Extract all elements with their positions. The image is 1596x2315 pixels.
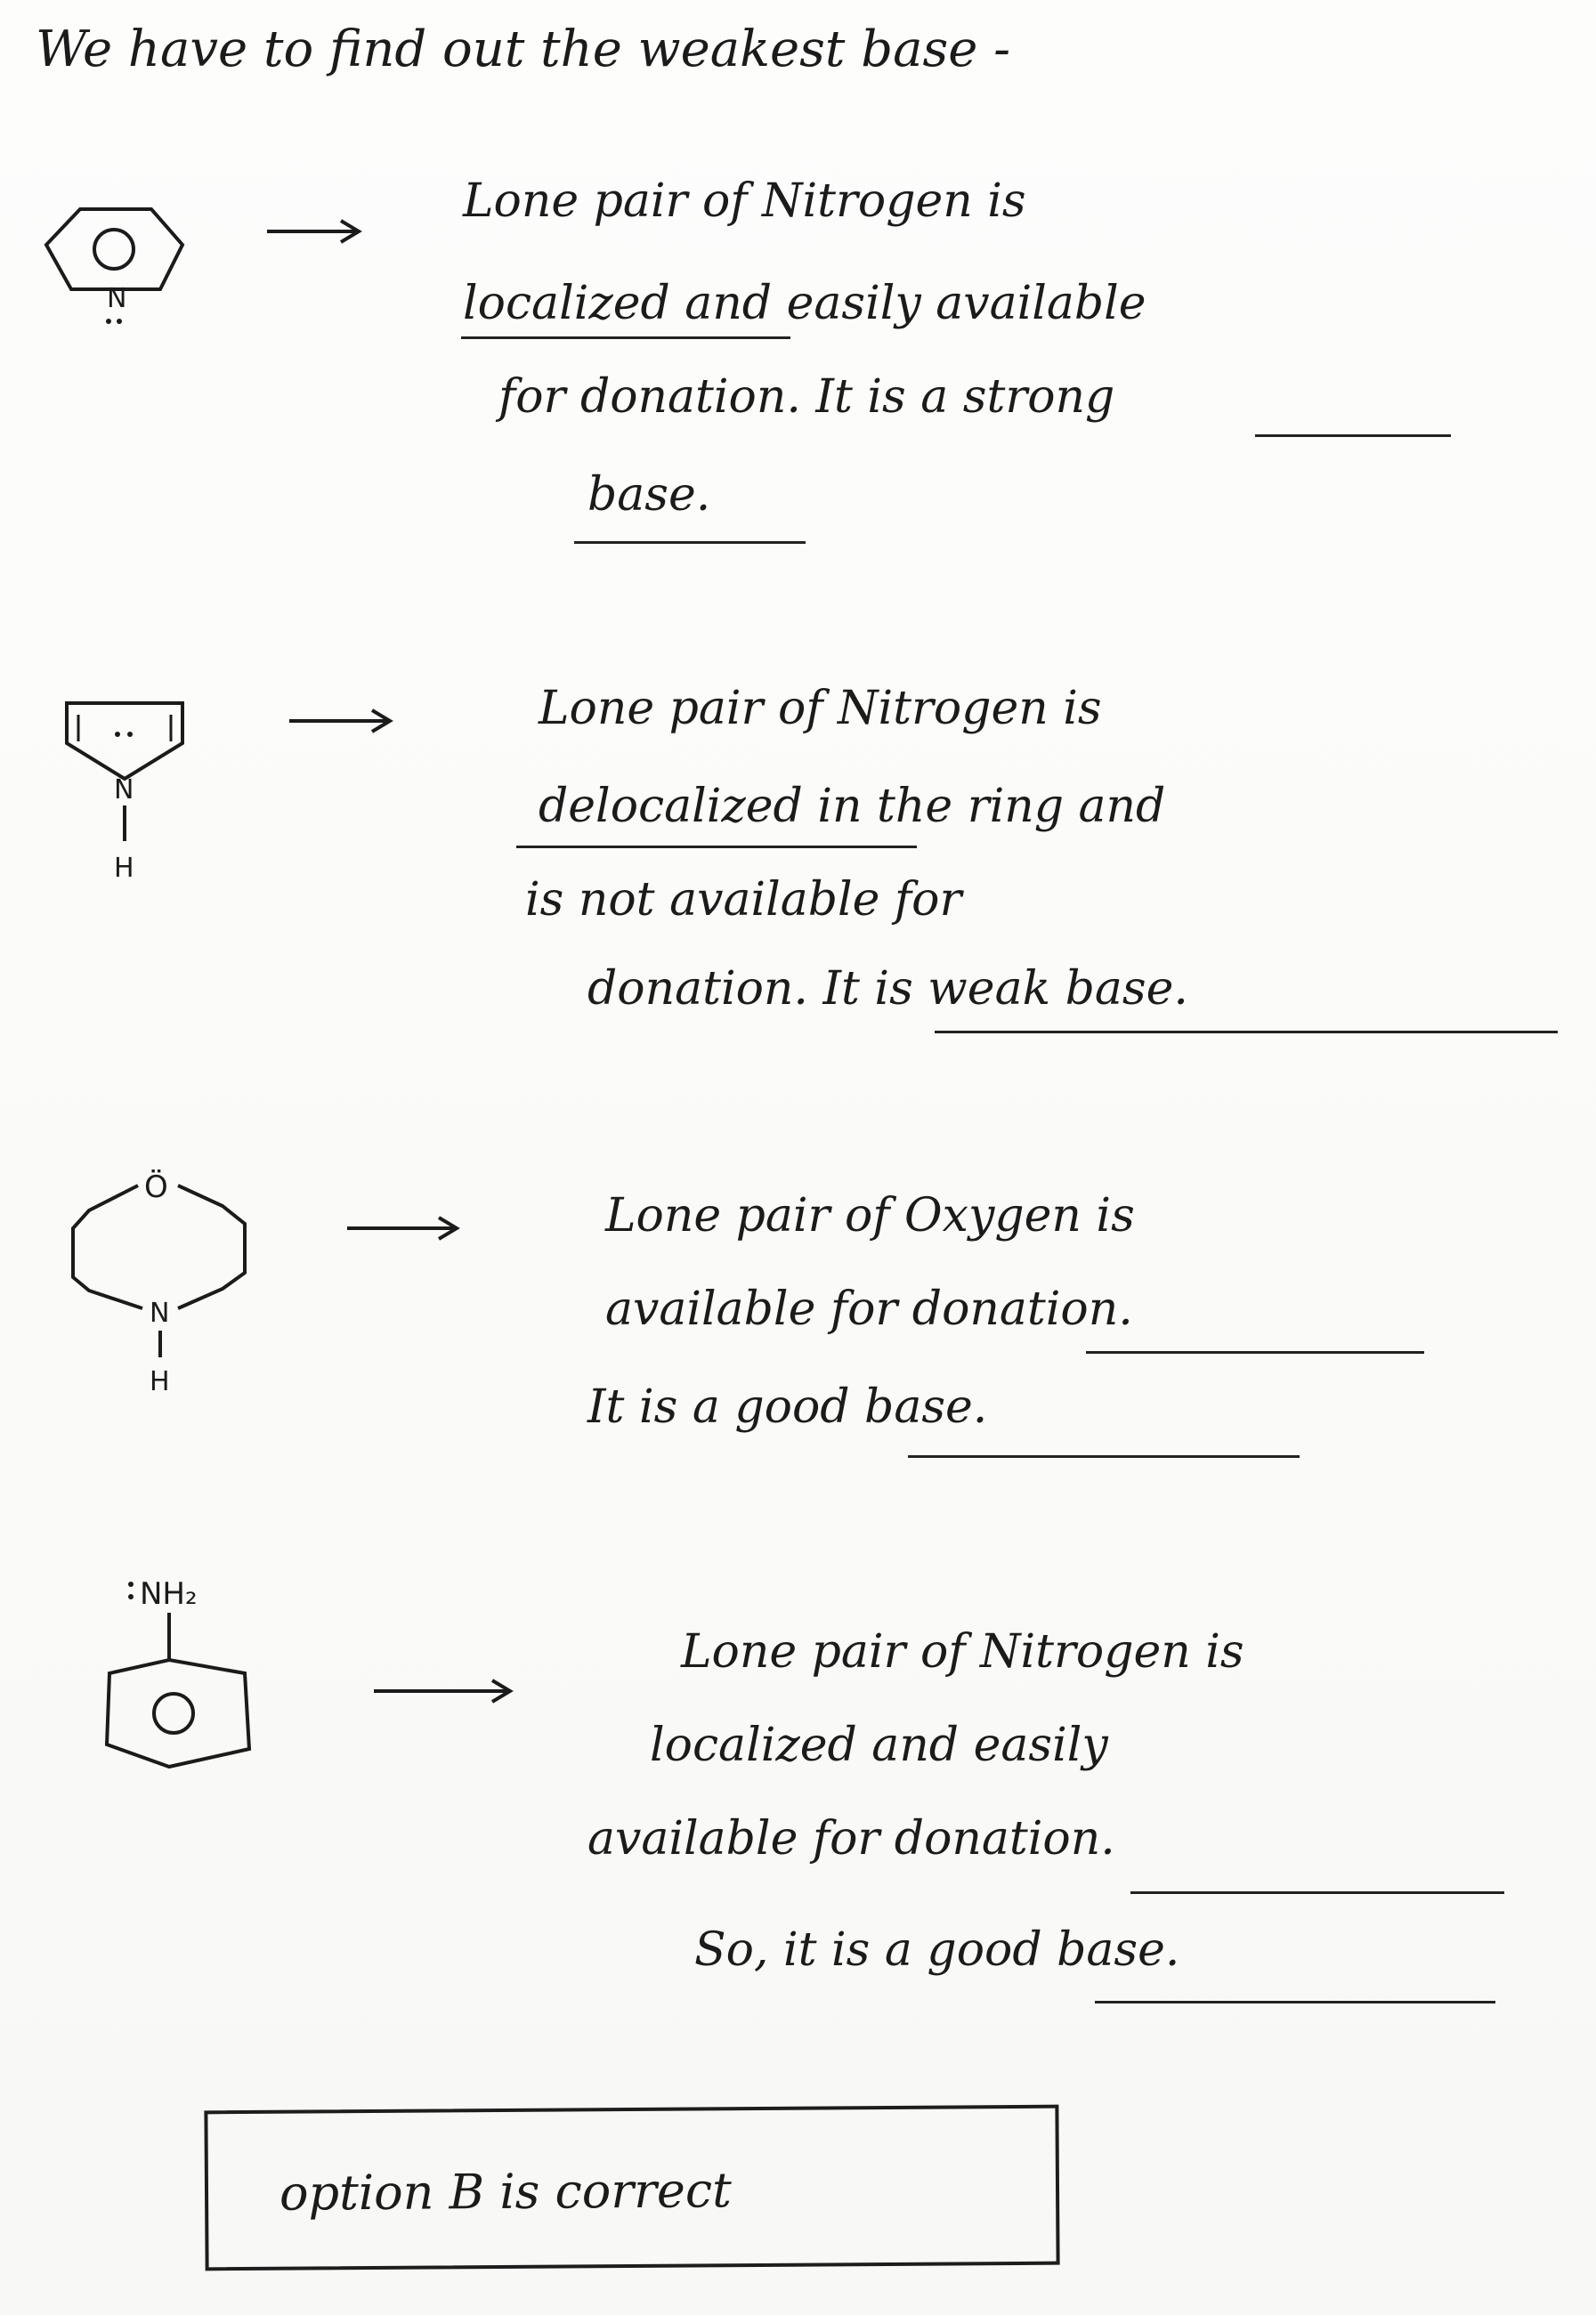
underline <box>1095 2001 1495 2003</box>
entry4-line2: localized and easily <box>650 1719 1108 1772</box>
entry2-line4: donation. It is weak base. <box>587 962 1188 1016</box>
underline <box>908 1455 1300 1458</box>
svg-text:N: N <box>107 283 126 314</box>
svg-text:N: N <box>114 774 134 805</box>
aniline-nh2-label: NH₂ <box>140 1576 198 1612</box>
aniline-structure: NH₂ <box>102 1566 334 1789</box>
morpholine-h-label: H <box>150 1366 170 1397</box>
pyridine-structure: N <box>27 191 205 343</box>
entry4-line4: So, it is a good base. <box>694 1923 1180 1977</box>
morpholine-o-label: Ö <box>144 1169 168 1205</box>
pyrrole-h-label: H <box>114 853 134 884</box>
arrow-icon <box>369 1673 521 1712</box>
entry3-line1: Lone pair of Oxygen is <box>605 1189 1135 1242</box>
conclusion-text: option B is correct <box>279 2162 733 2222</box>
arrow-icon <box>263 214 369 253</box>
svg-text:N: N <box>150 1298 169 1329</box>
underline <box>935 1031 1558 1033</box>
arrow-icon <box>285 703 401 742</box>
entry3-line2: available for donation. <box>605 1283 1133 1336</box>
entry2-line1: Lone pair of Nitrogen is <box>539 682 1102 735</box>
entry1-line2: localized and easily available <box>463 277 1146 330</box>
pyrrole-structure: N H <box>36 681 214 894</box>
underline <box>461 336 790 339</box>
underline <box>1130 1891 1504 1894</box>
entry2-line3: is not available for <box>525 873 962 927</box>
entry3-line3: It is a good base. <box>587 1380 988 1434</box>
underline <box>516 846 917 848</box>
entry1-line4: base. <box>587 468 711 522</box>
underline <box>1086 1351 1424 1354</box>
conclusion-box: option B is correct <box>204 2104 1060 2271</box>
entry4-line3: available for donation. <box>587 1812 1115 1866</box>
entry1-line1: Lone pair of Nitrogen is <box>463 174 1026 228</box>
entry1-line3: for donation. It is a strong <box>498 370 1115 424</box>
entry2-line2: delocalized in the ring and <box>539 780 1166 833</box>
arrow-icon <box>343 1210 467 1250</box>
underline <box>574 541 806 544</box>
underline <box>1255 434 1451 437</box>
entry4-line1: Lone pair of Nitrogen is <box>681 1625 1244 1679</box>
morpholine-structure: Ö N H <box>53 1130 267 1406</box>
heading: We have to find out the weakest base - <box>36 20 1011 78</box>
